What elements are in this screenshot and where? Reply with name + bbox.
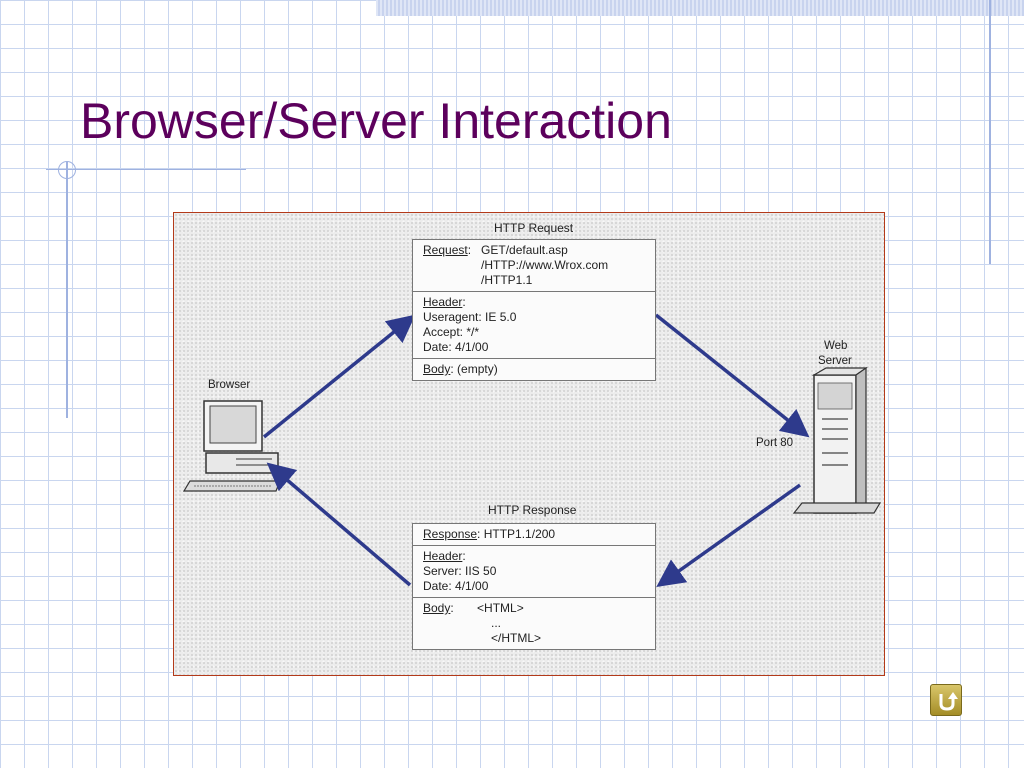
decorative-vertical-line-right — [989, 0, 991, 264]
http-request-box: Request: GET/default.asp /HTTP://www.Wro… — [412, 239, 656, 381]
response-line-section: Response: HTTP1.1/200 — [413, 524, 655, 546]
arrow-browser-to-request — [262, 314, 416, 439]
diagram-graphics — [182, 313, 882, 588]
request-header-line: Accept: */* — [423, 325, 480, 339]
web-server-label-line1: Web — [824, 340, 848, 352]
title-underline — [46, 169, 246, 170]
request-line-3: /HTTP1.1 — [481, 273, 533, 287]
response-body-section: Body: <HTML> ... </HTML> — [413, 598, 655, 649]
request-line-2: /HTTP://www.Wrox.com — [481, 258, 609, 272]
decorative-circle — [58, 161, 76, 179]
http-request-title: HTTP Request — [494, 221, 574, 235]
request-body-value: (empty) — [457, 362, 498, 376]
response-header-label: Header — [423, 549, 463, 563]
request-label: Request — [423, 243, 468, 257]
response-value: HTTP1.1/200 — [483, 527, 556, 541]
response-header-line: Server: IIS 50 — [423, 564, 497, 578]
top-decorative-band — [376, 0, 1024, 16]
request-header-line: Useragent: IE 5.0 — [423, 310, 517, 324]
http-response-box: Response: HTTP1.1/200 Header: Server: II… — [412, 523, 656, 650]
browser-label: Browser — [208, 379, 251, 391]
arrow-response-to-browser — [266, 462, 412, 587]
slide-title: Browser/Server Interaction — [80, 93, 672, 149]
arrow-request-to-server — [654, 313, 810, 438]
request-line-section: Request: GET/default.asp /HTTP://www.Wro… — [413, 240, 655, 292]
diagram-frame: HTTP Request Request: GET/default.asp /H… — [173, 212, 885, 676]
response-body-line-3: </HTML> — [491, 631, 542, 645]
response-body-label: Body — [423, 601, 451, 615]
response-label: Response — [423, 527, 478, 541]
http-response-title: HTTP Response — [488, 503, 577, 517]
server-tower-icon — [792, 366, 882, 515]
response-header-section: Header: Server: IIS 50 Date: 4/1/00 — [413, 546, 655, 598]
web-server-label-line2: Server — [818, 355, 852, 367]
request-line-1: GET/default.asp — [481, 243, 568, 257]
back-button[interactable] — [930, 684, 962, 716]
return-arrow-icon — [939, 692, 958, 711]
request-body-section: Body: (empty) — [423, 362, 498, 376]
request-header-section: Header: Useragent: IE 5.0 Accept: */* Da… — [413, 292, 655, 359]
request-header-label: Header — [423, 295, 463, 309]
response-body-line-1: <HTML> — [477, 601, 524, 615]
response-header-line: Date: 4/1/00 — [423, 579, 489, 593]
response-body-line-2: ... — [491, 616, 502, 630]
computer-icon — [182, 400, 281, 492]
port-label: Port 80 — [756, 437, 794, 449]
arrow-server-to-response — [656, 483, 802, 588]
request-header-line: Date: 4/1/00 — [423, 340, 489, 354]
decorative-vertical-line-left — [66, 162, 68, 418]
request-body-label: Body — [423, 362, 451, 376]
